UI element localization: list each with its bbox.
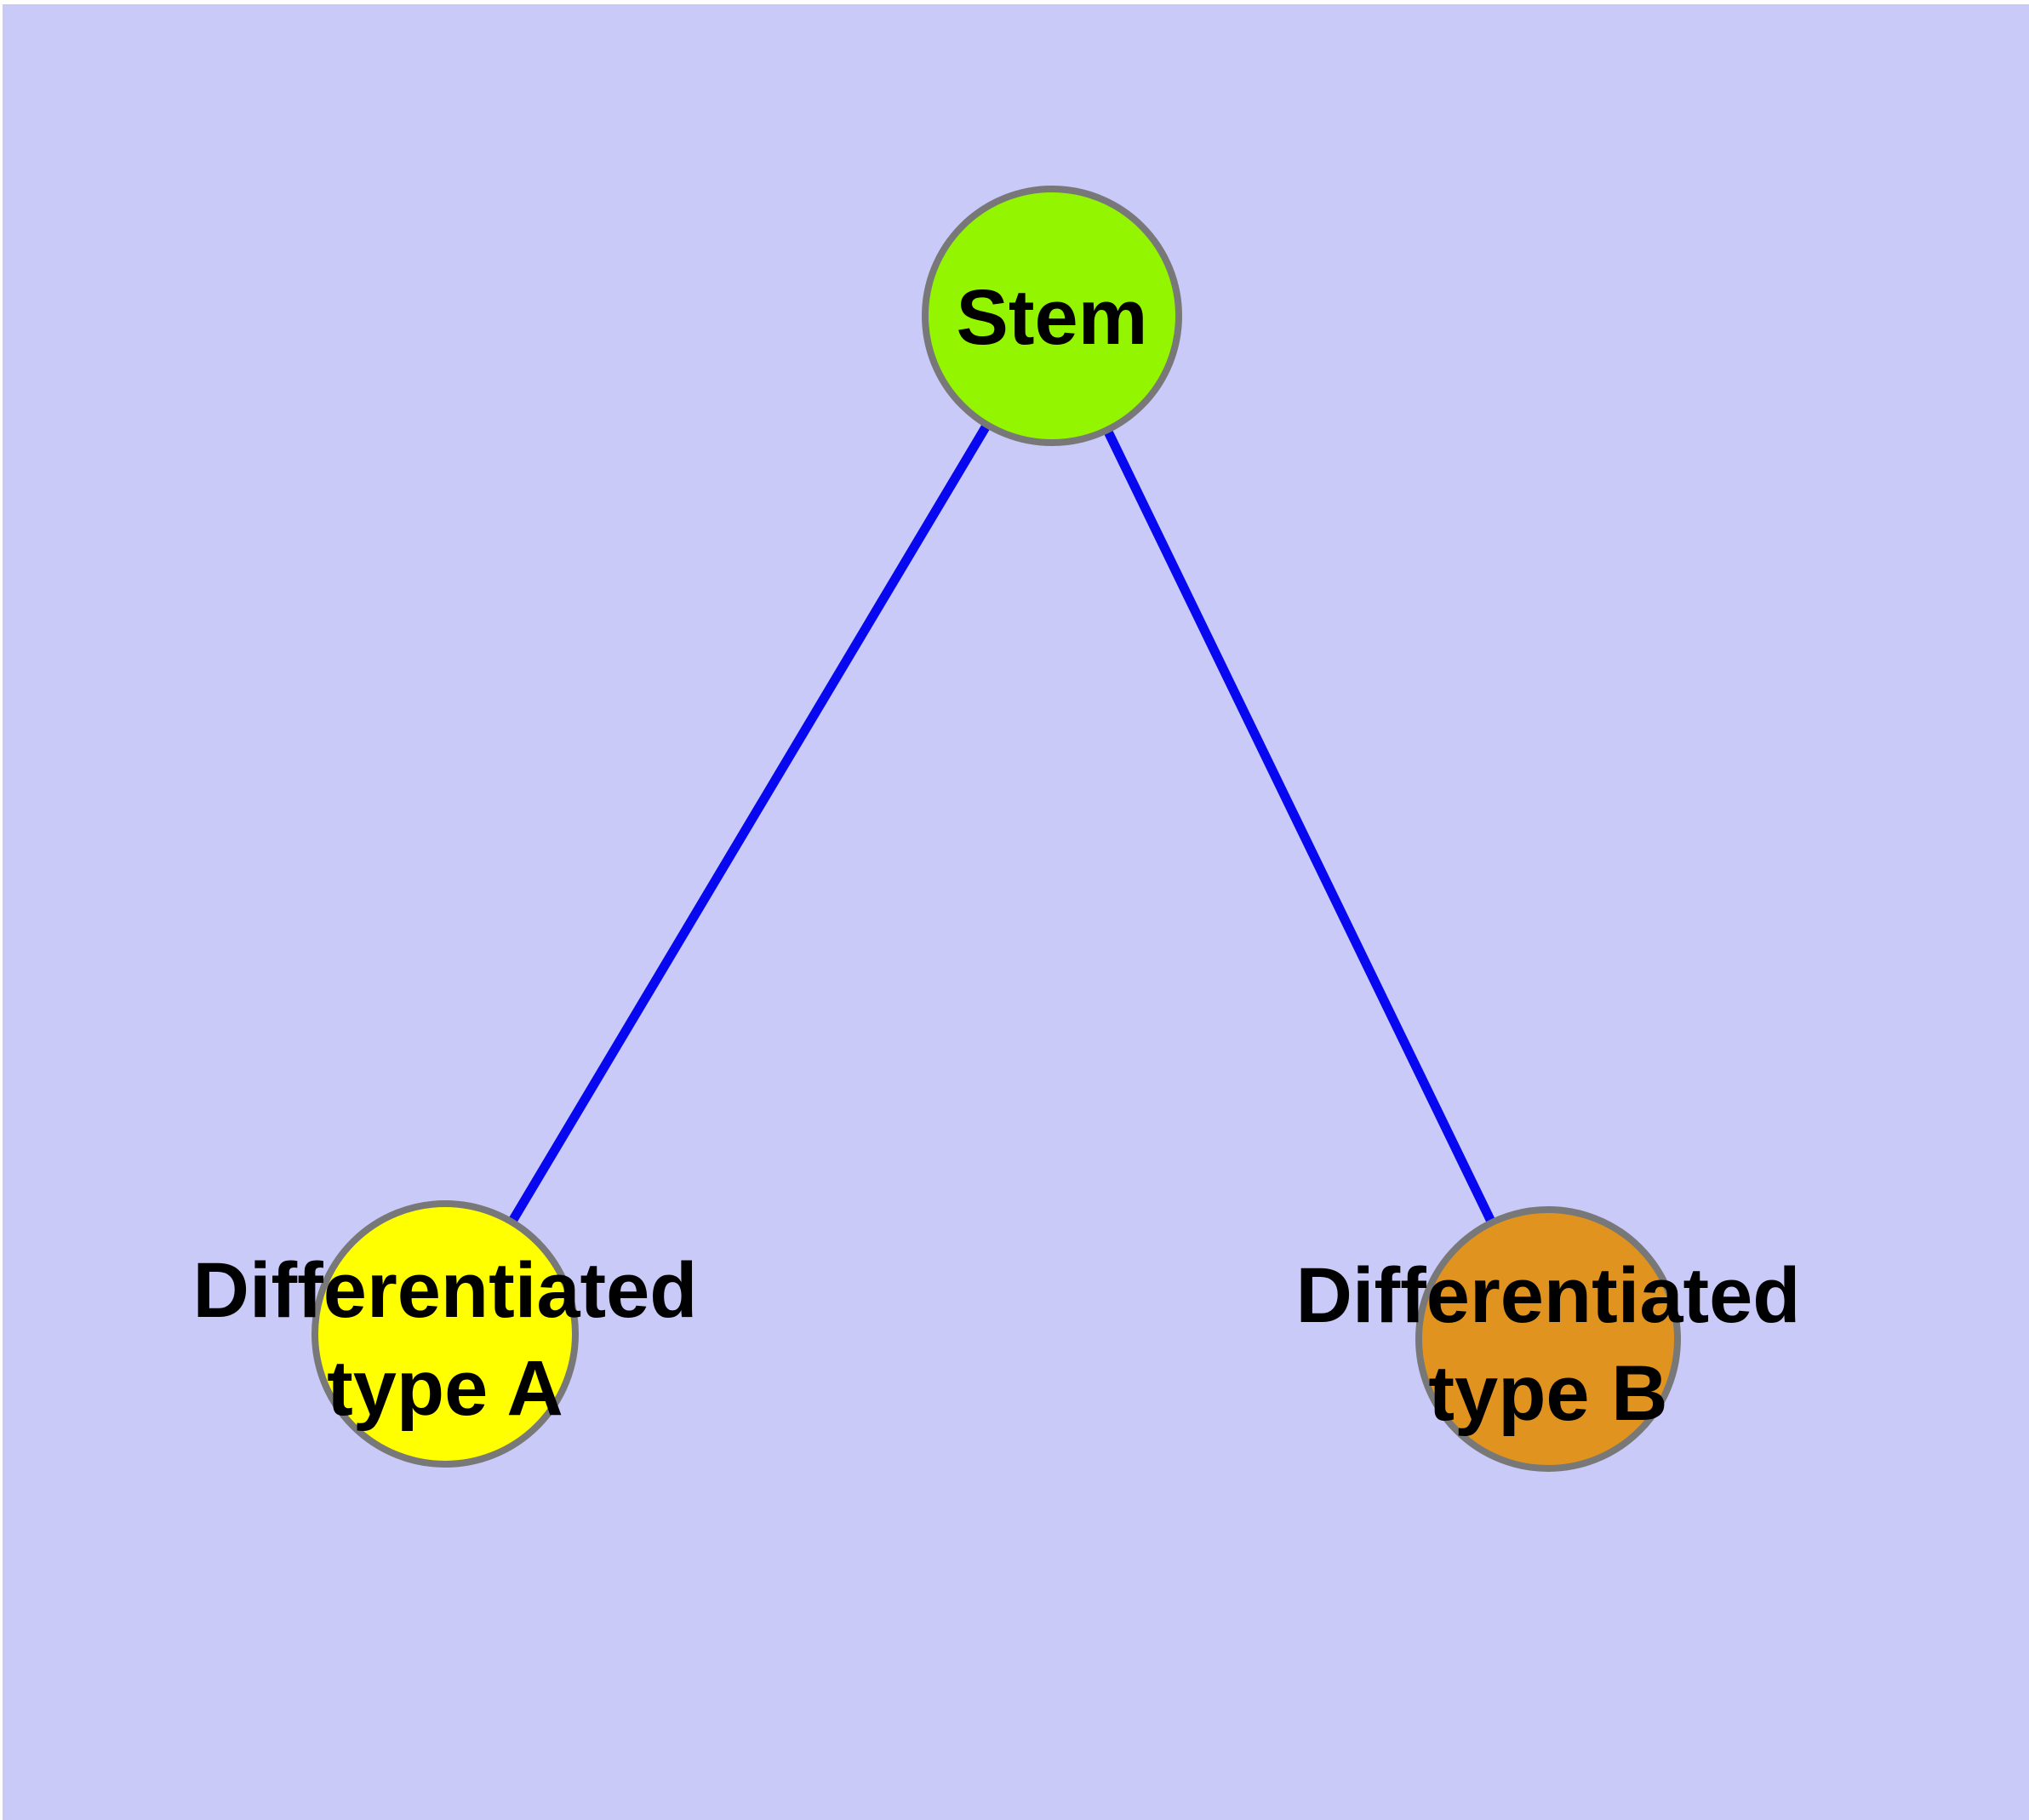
node-type-b[interactable]: Differentiated type B [1296,1206,1801,1472]
node-type-a[interactable]: Differentiated type A [193,1200,698,1468]
edge-stem-to-type-a [441,313,1056,1336]
node-type-b-label-line2: type B [1428,1350,1667,1437]
node-type-b-circle[interactable] [1415,1206,1681,1472]
node-type-b-label-line1: Differentiated [1296,1252,1801,1339]
node-stem-circle[interactable] [922,186,1182,446]
node-type-a-label-line2: type A [327,1345,563,1432]
edge-stem-to-type-b [1048,313,1552,1342]
node-type-a-circle[interactable] [311,1200,579,1468]
node-type-a-label-line1: Differentiated [193,1247,698,1334]
node-stem-label: Stem [957,274,1148,361]
node-stem[interactable]: Stem [922,186,1182,446]
